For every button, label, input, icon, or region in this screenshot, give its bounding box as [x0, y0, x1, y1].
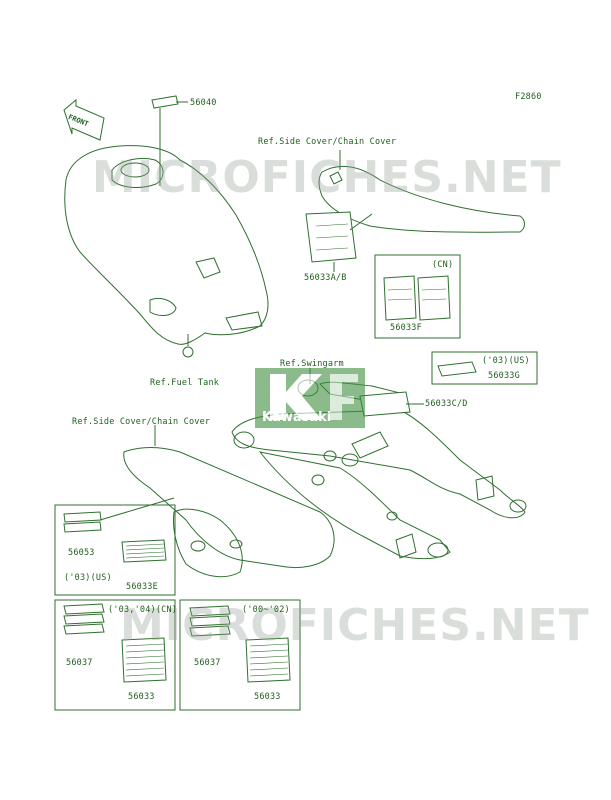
part-56033g: 56033G	[488, 371, 520, 381]
part-56033e: 56033E	[126, 582, 158, 592]
watermark-bottom: MICROFICHES.NET	[120, 600, 590, 651]
ref-swingarm: Ref.Swingarm	[280, 359, 344, 369]
kawasaki-logo-text: Kawasaki	[262, 410, 332, 425]
part-56037-left: 56037	[66, 658, 93, 668]
kawasaki-logo	[255, 368, 365, 428]
side-cover-drawing	[318, 150, 525, 233]
fuel-tank-drawing	[64, 145, 269, 358]
years-0002-tag: ('00~'02)	[242, 605, 290, 615]
ref-side-cover-mid: Ref.Side Cover/Chain Cover	[72, 417, 211, 427]
part-56053: 56053	[68, 548, 95, 558]
front-arrow-icon	[63, 98, 105, 141]
cn-tag-top: (CN)	[432, 260, 454, 270]
ref-fuel-tank: Ref.Fuel Tank	[150, 378, 220, 388]
part-56037-right: 56037	[194, 658, 221, 668]
cn-0304-tag: ('03,'04)(CN)	[108, 605, 178, 615]
part-56033-left: 56033	[128, 692, 155, 702]
part-56033-right: 56033	[254, 692, 281, 702]
part-56033cd: 56033C/D	[425, 399, 468, 409]
us03-tag-mid: ('03)(US)	[64, 573, 112, 583]
figure-code: F2860	[515, 92, 542, 102]
watermark-top: MICROFICHES.NET	[92, 152, 562, 203]
part-56033f: 56033F	[390, 323, 422, 333]
ref-side-cover-top: Ref.Side Cover/Chain Cover	[258, 137, 397, 147]
us03-tag-top: ('03)(US)	[482, 356, 530, 366]
part-56040: 56040	[190, 98, 217, 108]
part-56033ab: 56033A/B	[304, 273, 347, 283]
chain-cover-drawing	[123, 425, 335, 578]
